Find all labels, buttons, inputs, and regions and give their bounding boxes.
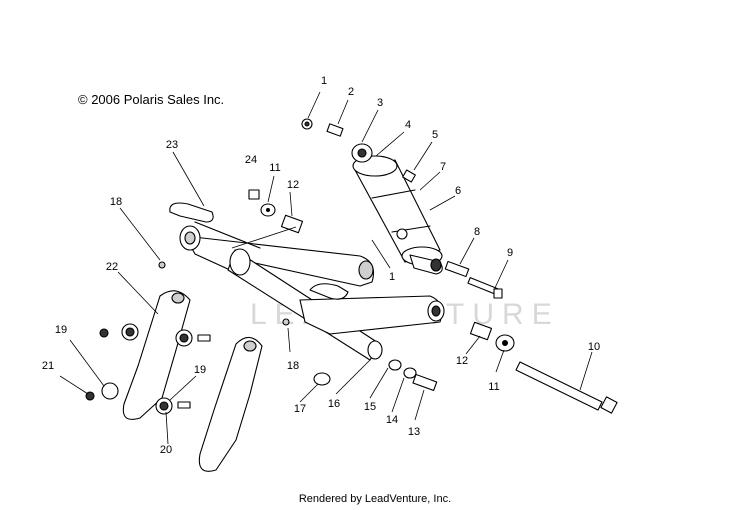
callout-12b: 12 [456, 355, 468, 367]
callout-20: 20 [160, 444, 172, 456]
bushing-part-12a[interactable] [280, 214, 304, 234]
callout-13: 13 [408, 426, 420, 438]
shock-absorber-part[interactable] [351, 143, 443, 275]
nut-part-24[interactable] [248, 189, 260, 200]
callout-7: 7 [440, 161, 446, 173]
callout-numbers: 1 1 2 3 4 5 6 7 8 9 10 11 11 12 12 13 14… [42, 75, 600, 456]
callout-1-arm: 1 [389, 271, 395, 283]
bushing-part-8[interactable] [444, 260, 470, 278]
link-part-22b[interactable] [198, 336, 263, 472]
pivot-bolt-part[interactable] [515, 361, 618, 414]
callout-19b: 19 [194, 364, 206, 376]
bolt-part-5[interactable] [402, 169, 416, 183]
bolt-part-9[interactable] [467, 277, 503, 299]
bushing-part-12b[interactable] [469, 321, 493, 341]
callout-11a: 11 [269, 162, 280, 174]
callout-6: 6 [455, 185, 461, 197]
callout-14: 14 [386, 414, 398, 426]
grease-fitting-part-18a[interactable] [158, 261, 166, 269]
grease-fitting-part-18b[interactable] [282, 318, 290, 326]
callout-18a: 18 [110, 196, 122, 208]
footer-credit: Rendered by LeadVenture, Inc. [298, 493, 452, 505]
callout-18b: 18 [287, 360, 299, 372]
lower-arm-part[interactable] [227, 248, 445, 361]
bushing-part-2[interactable] [326, 123, 344, 137]
hardware-part-19-21[interactable] [85, 323, 211, 415]
leader-lines [59, 91, 593, 445]
callout-5: 5 [432, 129, 438, 141]
callout-10: 10 [588, 341, 600, 353]
callout-24: 24 [245, 154, 257, 166]
callout-3: 3 [377, 97, 383, 109]
callout-23: 23 [166, 139, 178, 151]
callout-15: 15 [364, 401, 376, 413]
bolt-part-13[interactable] [412, 373, 438, 392]
callout-2: 2 [348, 86, 354, 98]
callout-1: 1 [321, 75, 327, 87]
o-ring-part-17[interactable] [313, 372, 331, 386]
copyright-notice: © 2006 Polaris Sales Inc. [78, 92, 225, 107]
callout-4: 4 [405, 119, 411, 131]
callout-22: 22 [106, 261, 118, 273]
callout-8: 8 [474, 226, 480, 238]
washer-part-14[interactable] [388, 359, 417, 379]
callout-9: 9 [507, 247, 513, 259]
nut-part-7[interactable] [396, 228, 408, 240]
callout-16: 16 [328, 398, 340, 410]
callout-12a: 12 [287, 179, 299, 191]
washer-part-11a[interactable] [260, 203, 276, 217]
washer-part-11b[interactable] [495, 334, 515, 352]
upper-arm-part[interactable] [169, 202, 375, 287]
link-part-22a[interactable] [122, 290, 191, 420]
callout-11b: 11 [488, 381, 499, 393]
nut-part-1[interactable] [301, 118, 313, 130]
callout-17: 17 [294, 403, 306, 415]
callout-21: 21 [42, 360, 54, 372]
callout-19a: 19 [55, 324, 67, 336]
